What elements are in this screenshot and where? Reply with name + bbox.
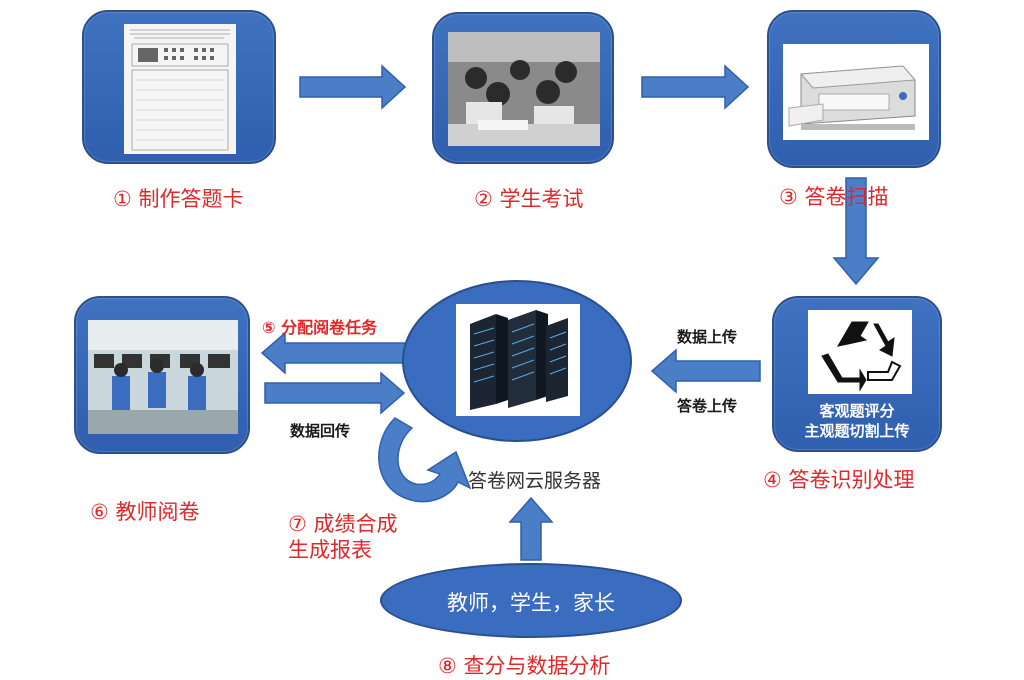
answer-card-image bbox=[124, 24, 236, 154]
step-recognition-box: 客观题评分 主观题切割上传 bbox=[772, 296, 942, 452]
students-photo-icon bbox=[448, 32, 600, 146]
server-image bbox=[456, 304, 580, 416]
step-exam-box bbox=[432, 12, 614, 164]
users-label: 教师，学生，家长 bbox=[447, 591, 615, 615]
step-teachers-box bbox=[74, 296, 250, 454]
step-7-label-line1: ⑦ 成绩合成 bbox=[288, 512, 398, 536]
arrow-card-to-exam bbox=[299, 64, 407, 110]
arrow-users-to-server bbox=[508, 496, 554, 561]
data-upload-label: 数据上传 bbox=[677, 328, 738, 346]
step-4-label: ④ 答卷识别处理 bbox=[763, 468, 915, 492]
arrow-scan-to-recognition bbox=[832, 177, 880, 286]
teachers-photo bbox=[88, 320, 238, 434]
users-node: 教师，学生，家长 bbox=[380, 563, 682, 638]
server-rack-icon bbox=[456, 304, 580, 416]
step-7-label-line2: 生成报表 bbox=[288, 538, 372, 562]
exam-photo bbox=[448, 32, 600, 146]
step-card-box bbox=[82, 10, 276, 164]
classroom-photo-icon bbox=[88, 320, 238, 434]
curved-arrow-results bbox=[378, 417, 472, 503]
step-2-label: ② 学生考试 bbox=[474, 187, 584, 211]
step-scan-box bbox=[767, 10, 941, 168]
step-8-label: ⑧ 查分与数据分析 bbox=[438, 654, 611, 678]
answer-sheet-icon bbox=[124, 24, 236, 154]
recycle-icon bbox=[808, 310, 912, 394]
objective-scoring-label: 客观题评分 bbox=[819, 402, 895, 420]
arrow-teachers-to-server bbox=[264, 371, 406, 415]
subjective-cut-label: 主观题切割上传 bbox=[804, 422, 910, 440]
step-3-label: ③ 答卷扫描 bbox=[779, 185, 889, 209]
step-6-label: ⑥ 教师阅卷 bbox=[90, 500, 200, 524]
arrow-exam-to-scan bbox=[641, 64, 750, 110]
cloud-server-node bbox=[402, 280, 632, 442]
step-1-label: ① 制作答题卡 bbox=[113, 187, 244, 211]
arrow-server-to-teachers bbox=[260, 331, 406, 375]
paper-upload-label: 答卷上传 bbox=[677, 397, 738, 415]
recycle-image bbox=[808, 310, 912, 394]
arrow-recognition-to-server bbox=[650, 348, 761, 394]
data-return-label: 数据回传 bbox=[290, 422, 351, 440]
scanner-icon bbox=[783, 44, 929, 140]
server-label: 答卷网云服务器 bbox=[468, 470, 602, 492]
step-5-label: ⑤ 分配阅卷任务 bbox=[262, 318, 378, 337]
scanner-image bbox=[783, 44, 929, 140]
